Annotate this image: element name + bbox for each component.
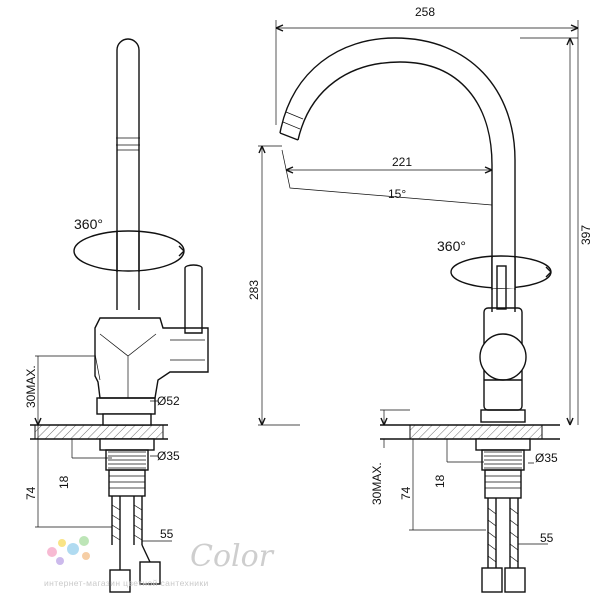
- watermark-dot: [82, 552, 90, 560]
- side-body: [94, 317, 209, 399]
- spout-height-label: 283: [247, 280, 261, 300]
- front-shank-length-label: 74: [399, 486, 413, 500]
- front-handle-cap: [479, 333, 527, 381]
- watermark-dot: [79, 536, 89, 546]
- front-shank-diameter-label: Ø35: [535, 451, 558, 465]
- front-countertop: [409, 424, 543, 440]
- side-hose-offset-label: 55: [160, 527, 174, 541]
- watermark-dot: [58, 539, 66, 547]
- side-shank-diameter-label: Ø35: [157, 449, 180, 463]
- side-view: [30, 38, 209, 593]
- watermark-dot: [67, 543, 79, 555]
- front-thread-length-label: 18: [433, 474, 447, 488]
- front-hose-offset-label: 55: [540, 531, 554, 545]
- total-width-label: 258: [415, 5, 435, 19]
- front-hoses: [487, 498, 519, 568]
- watermark-brand: Color: [190, 539, 275, 574]
- front-swivel-label: 360°: [437, 238, 466, 254]
- side-swivel-label: 360°: [74, 216, 103, 232]
- side-hoses: [111, 496, 143, 545]
- side-spout: [116, 38, 140, 310]
- side-thread-length-label: 18: [57, 475, 71, 489]
- side-countertop: [34, 424, 164, 440]
- body-diameter-label: Ø52: [157, 394, 180, 408]
- watermark-tagline: интернет-магазин цветной сантехники: [44, 578, 209, 588]
- front-counter-max-label: 30MAX.: [370, 462, 384, 505]
- tilt-angle-label: 15°: [388, 187, 406, 201]
- watermark: Color интернет-магазин цветной сантехник…: [44, 536, 275, 588]
- side-counter-max-label: 30MAX.: [24, 365, 38, 408]
- total-height-label: 397: [579, 225, 593, 245]
- watermark-dot: [56, 557, 64, 565]
- side-handle: [184, 264, 203, 334]
- side-shank-length-label: 74: [24, 486, 38, 500]
- front-view: [258, 20, 579, 593]
- watermark-dots: [47, 536, 90, 565]
- watermark-dot: [47, 547, 57, 557]
- front-spout: [279, 37, 516, 312]
- spout-reach-label: 221: [392, 155, 412, 169]
